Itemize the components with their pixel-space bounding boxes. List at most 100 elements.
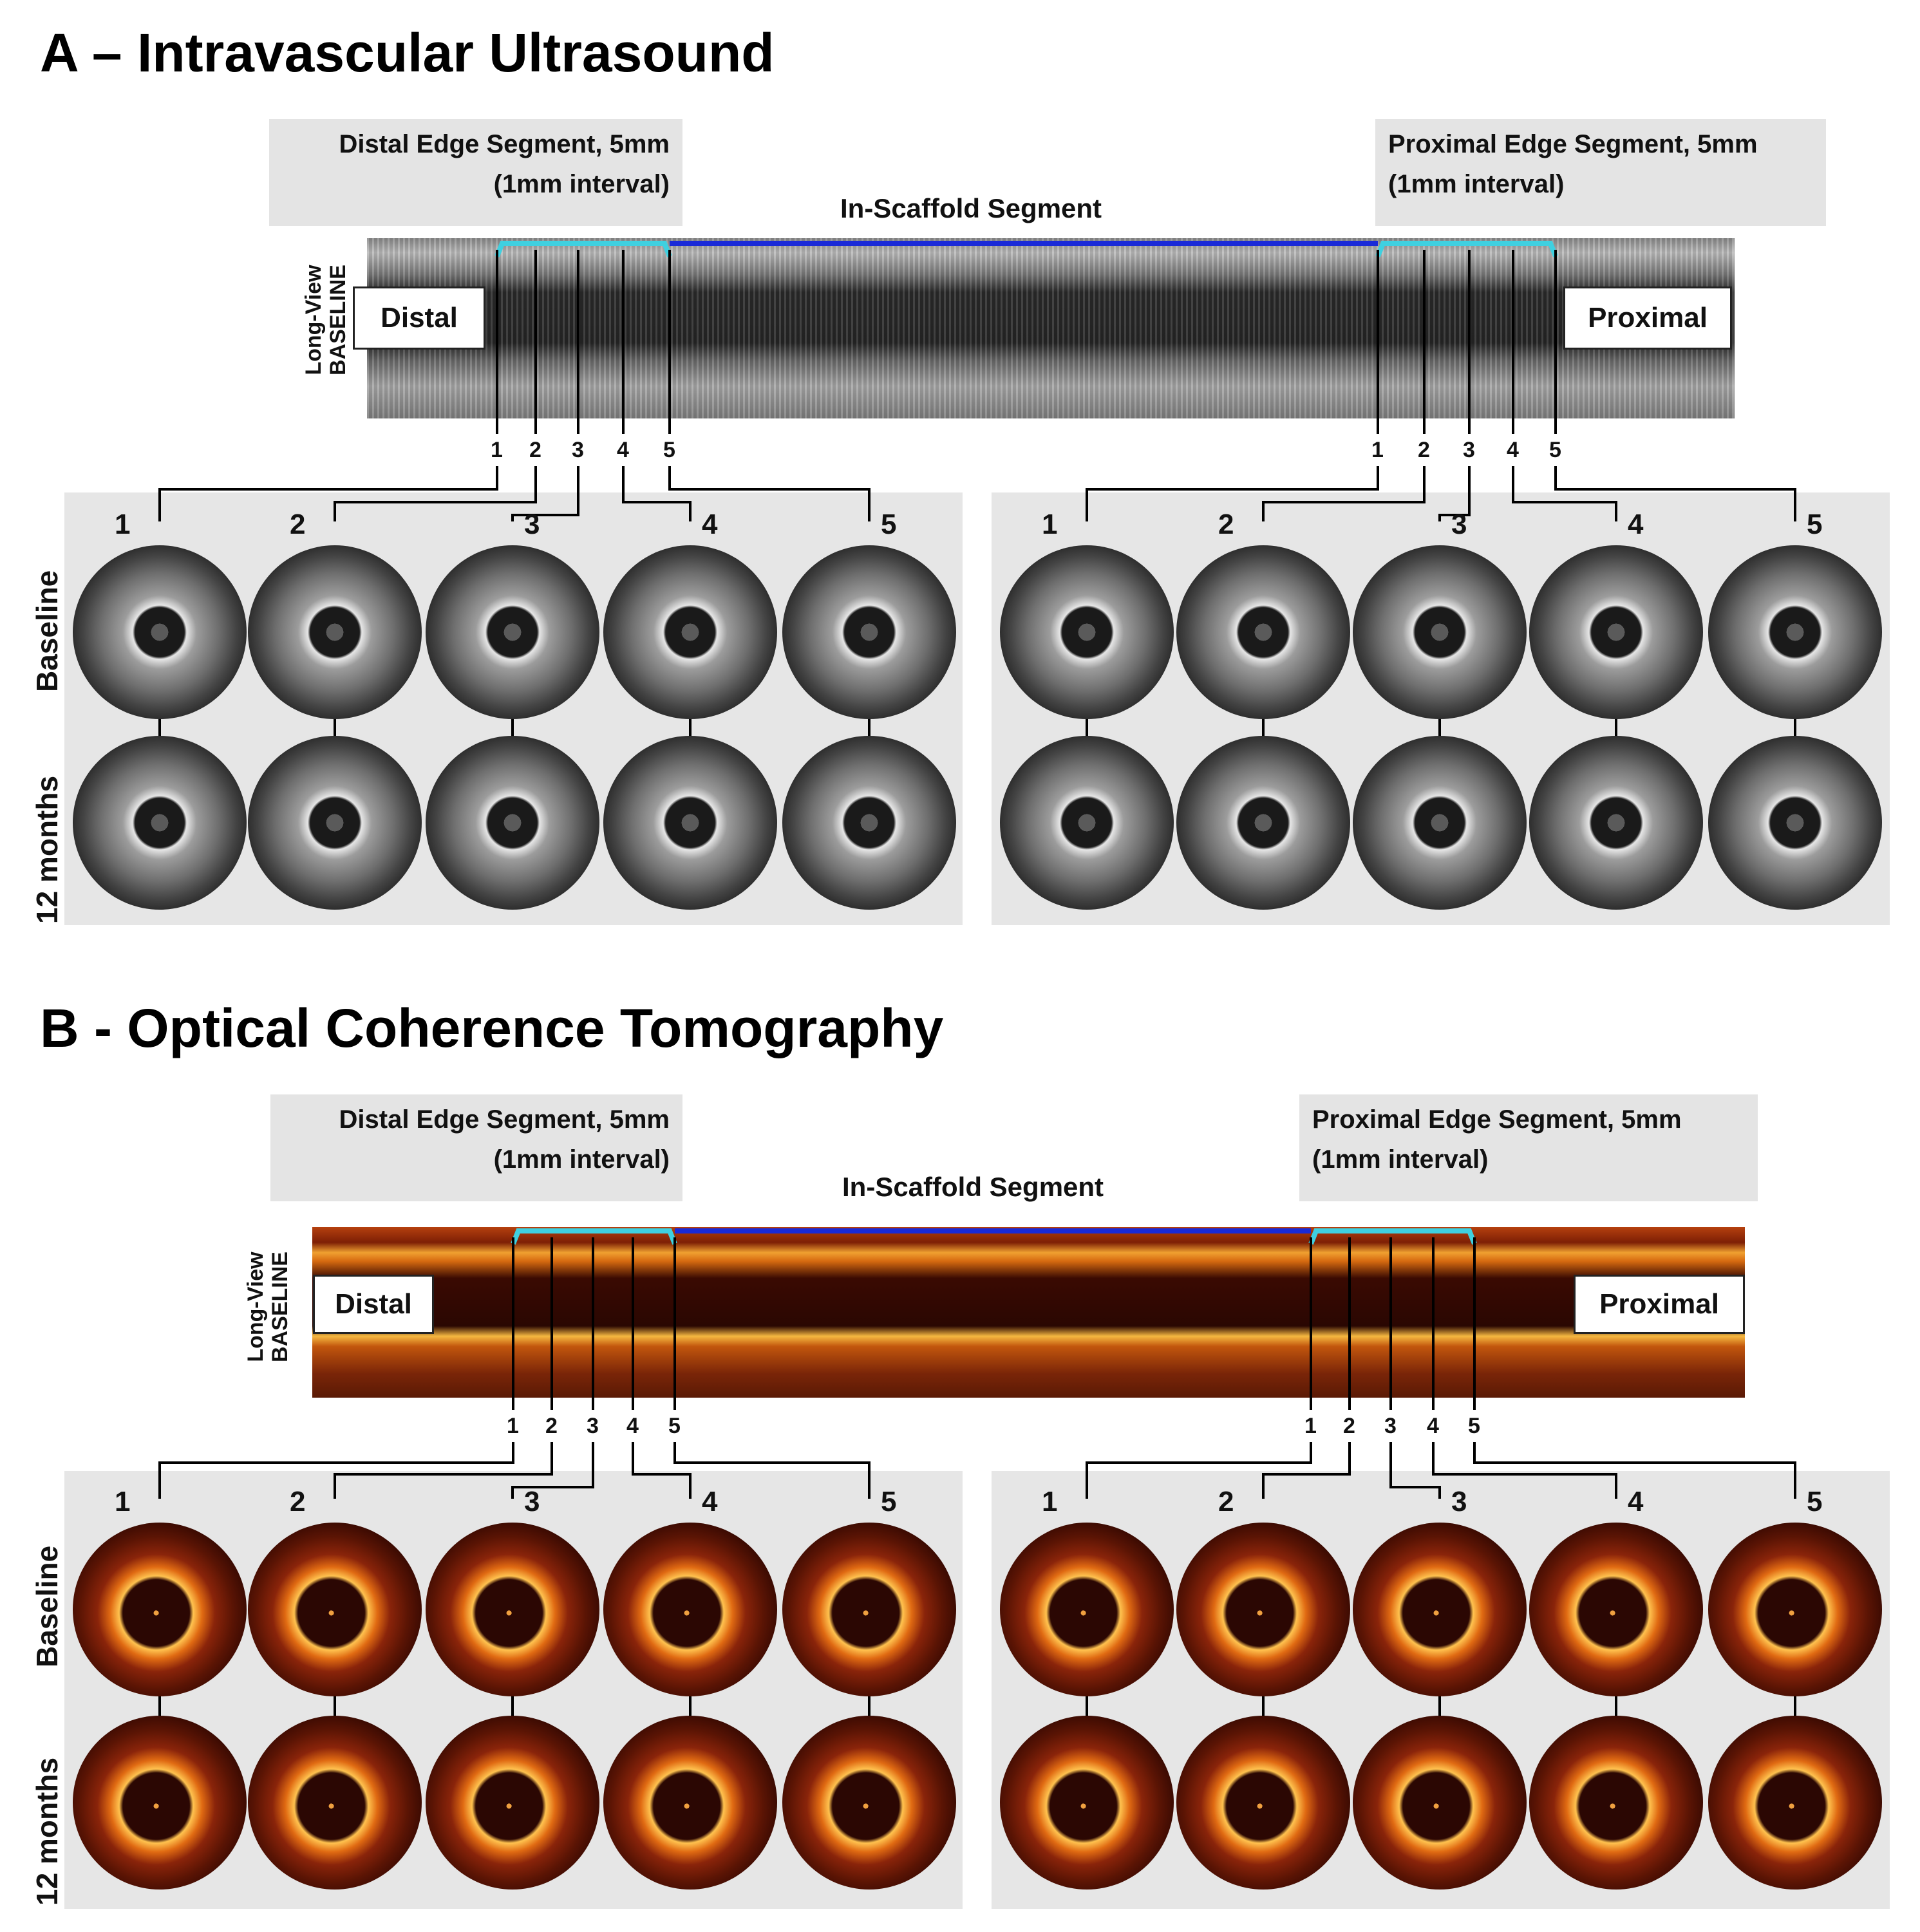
sa-proximal-tick-label-3: 3 [1463,438,1475,462]
sb-proximal-cross-section-number-1: 1 [1042,1486,1058,1517]
sa-distal-tick-label-1: 1 [491,438,503,462]
section-a-long-view-image [367,238,1735,418]
section-b-proximal-edge-box: Proximal Edge Segment, 5mm (1mm interval… [1299,1094,1758,1201]
sb-distal-tick-label-3: 3 [587,1414,599,1438]
sa-proximal-tick-label-4: 4 [1507,438,1519,462]
section-b-distal-edge-line2: (1mm interval) [493,1145,670,1174]
section-b-title: B - Optical Coherence Tomography [40,998,944,1058]
sb-proximal-cross-section-number-3: 3 [1451,1486,1467,1517]
sa-distal-baseline-cross-section-1 [73,545,247,719]
sa-distal-cross-section-number-5: 5 [881,509,897,540]
sb-distal-baseline-cross-section-2 [248,1523,422,1696]
section-b-proximal-label: Proximal [1574,1275,1745,1334]
section-b-row-label-12months: 12 months [30,1757,64,1906]
sa-distal-baseline-cross-section-5 [782,545,956,719]
section-b-proximal-edge-line1: Proximal Edge Segment, 5mm [1312,1105,1682,1134]
sb-proximal-baseline-cross-section-5 [1708,1523,1882,1696]
sa-distal-12months-cross-section-2 [248,736,422,910]
sb-distal-tick-label-2: 2 [545,1414,558,1438]
section-a-long-view-line2: BASELINE [326,265,350,375]
sa-distal-tick-label-5: 5 [663,438,675,462]
sa-distal-12months-cross-section-4 [603,736,777,910]
section-a-proximal-edge-line2: (1mm interval) [1388,170,1565,198]
section-a-in-scaffold-label: In-Scaffold Segment [840,193,1102,223]
section-a-row-label-baseline: Baseline [30,570,64,692]
sa-distal-baseline-cross-section-2 [248,545,422,719]
sa-proximal-baseline-cross-section-1 [1000,545,1174,719]
sb-distal-tick-label-1: 1 [507,1414,519,1438]
sa-proximal-cross-section-number-1: 1 [1042,509,1058,540]
sb-distal-baseline-cross-section-4 [603,1523,777,1696]
sb-proximal-tick-label-4: 4 [1427,1414,1439,1438]
section-b-long-view-caption: Long-View BASELINE [243,1233,292,1381]
sb-distal-tick-label-5: 5 [668,1414,681,1438]
sa-distal-cross-section-number-1: 1 [115,509,131,540]
sb-distal-12months-cross-section-4 [603,1716,777,1890]
sa-distal-tick-label-3: 3 [572,438,584,462]
sa-proximal-cross-section-number-4: 4 [1628,509,1644,540]
section-a-proximal-edge-box: Proximal Edge Segment, 5mm (1mm interval… [1375,119,1826,226]
sb-distal-tick-label-4: 4 [626,1414,639,1438]
sb-proximal-12months-cross-section-1 [1000,1716,1174,1890]
sb-distal-baseline-cross-section-3 [426,1523,599,1696]
section-a-distal-edge-line2: (1mm interval) [493,170,670,198]
sa-proximal-baseline-cross-section-2 [1176,545,1350,719]
section-b-row-label-baseline: Baseline [30,1545,64,1667]
sa-distal-cross-section-number-4: 4 [702,509,718,540]
section-a-row-label-12months: 12 months [30,775,64,924]
sa-distal-12months-cross-section-5 [782,736,956,910]
section-b-long-view-line2: BASELINE [268,1252,292,1362]
section-a-long-view-caption: Long-View BASELINE [301,246,350,394]
sb-proximal-12months-cross-section-2 [1176,1716,1350,1890]
sb-proximal-cross-section-number-4: 4 [1628,1486,1644,1517]
sb-distal-cross-section-number-3: 3 [524,1486,540,1517]
sb-proximal-tick-label-5: 5 [1468,1414,1480,1438]
sa-distal-12months-cross-section-3 [426,736,599,910]
section-b-distal-edge-box: Distal Edge Segment, 5mm (1mm interval) [270,1094,682,1201]
sa-proximal-12months-cross-section-5 [1708,736,1882,910]
section-b-distal-label: Distal [313,1275,434,1334]
sb-proximal-12months-cross-section-4 [1529,1716,1703,1890]
sb-distal-cross-section-number-1: 1 [115,1486,131,1517]
sa-proximal-cross-section-number-3: 3 [1451,509,1467,540]
sa-proximal-tick-label-1: 1 [1371,438,1384,462]
sa-distal-cross-section-number-2: 2 [290,509,306,540]
sb-proximal-tick-label-2: 2 [1343,1414,1355,1438]
sa-proximal-12months-cross-section-1 [1000,736,1174,910]
sb-proximal-12months-cross-section-3 [1353,1716,1527,1890]
section-a-title: A – Intravascular Ultrasound [40,23,775,83]
section-b-long-view-line1: Long-View [243,1252,268,1362]
section-b-proximal-edge-line2: (1mm interval) [1312,1145,1489,1174]
sb-distal-12months-cross-section-3 [426,1716,599,1890]
section-b-distal-edge-line1: Distal Edge Segment, 5mm [339,1105,670,1134]
sa-proximal-cross-section-number-5: 5 [1807,509,1823,540]
sa-distal-tick-label-2: 2 [529,438,541,462]
section-a-long-view-line1: Long-View [301,265,326,375]
section-b-in-scaffold-label: In-Scaffold Segment [842,1172,1104,1202]
section-a-distal-edge-box: Distal Edge Segment, 5mm (1mm interval) [269,119,682,226]
sa-proximal-baseline-cross-section-5 [1708,545,1882,719]
sb-distal-baseline-cross-section-5 [782,1523,956,1696]
sb-proximal-baseline-cross-section-4 [1529,1523,1703,1696]
sb-distal-12months-cross-section-1 [73,1716,247,1890]
sa-distal-baseline-cross-section-3 [426,545,599,719]
section-a-distal-edge-line1: Distal Edge Segment, 5mm [339,130,670,158]
section-b-long-view-image [312,1227,1745,1398]
sb-proximal-cross-section-number-5: 5 [1807,1486,1823,1517]
sb-distal-12months-cross-section-5 [782,1716,956,1890]
sb-proximal-12months-cross-section-5 [1708,1716,1882,1890]
sa-distal-cross-section-number-3: 3 [524,509,540,540]
sa-proximal-tick-label-2: 2 [1418,438,1430,462]
sa-proximal-baseline-cross-section-4 [1529,545,1703,719]
sa-proximal-12months-cross-section-3 [1353,736,1527,910]
sa-proximal-baseline-cross-section-3 [1353,545,1527,719]
sb-distal-cross-section-number-5: 5 [881,1486,897,1517]
sb-proximal-tick-label-3: 3 [1384,1414,1397,1438]
sb-distal-cross-section-number-2: 2 [290,1486,306,1517]
sa-distal-12months-cross-section-1 [73,736,247,910]
sb-proximal-baseline-cross-section-1 [1000,1523,1174,1696]
sb-distal-12months-cross-section-2 [248,1716,422,1890]
sa-proximal-12months-cross-section-4 [1529,736,1703,910]
sa-proximal-tick-label-5: 5 [1549,438,1561,462]
sb-distal-baseline-cross-section-1 [73,1523,247,1696]
